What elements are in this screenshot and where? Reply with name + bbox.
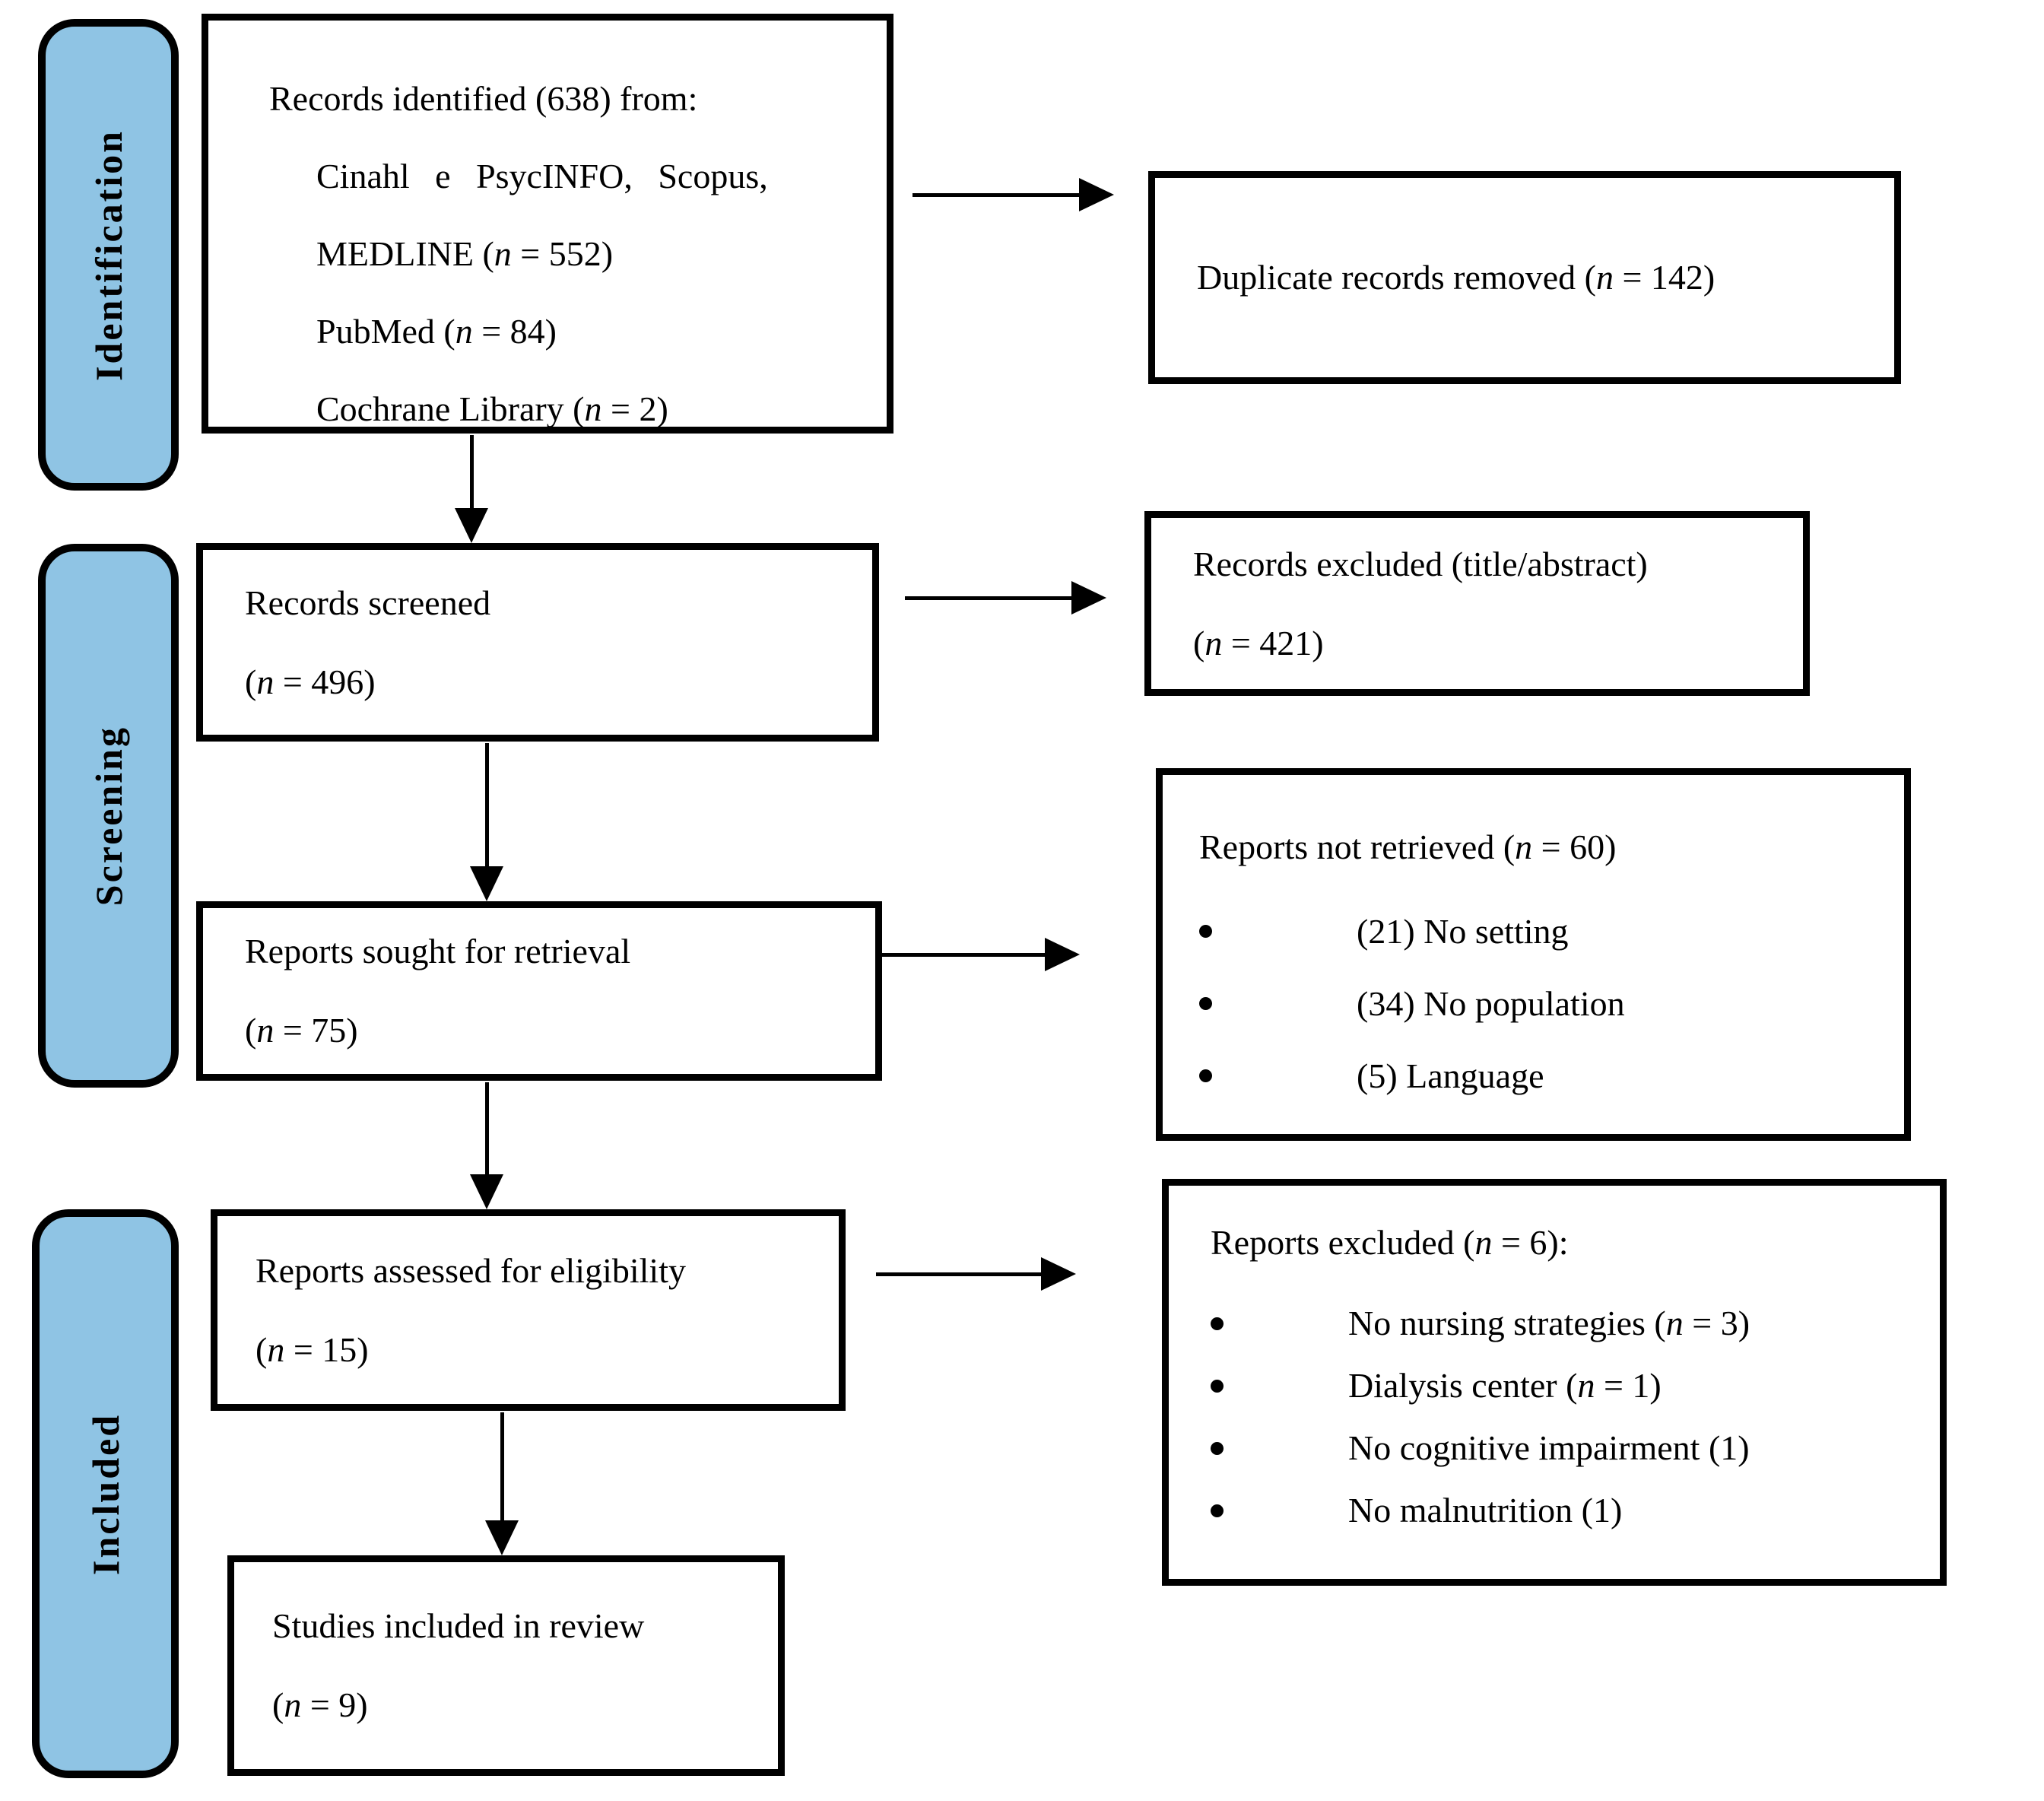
box-duplicates-removed: Duplicate records removed (n = 142) [1148, 171, 1901, 384]
source-cinahl-psycinfo-scopus: Cinahl e PsycINFO, Scopus, [316, 157, 768, 195]
bullet-icon [1211, 1504, 1224, 1517]
arrow-right-assessed-to-excluded-icon [876, 1257, 1076, 1291]
records-screened-count: (n = 496) [245, 662, 376, 701]
not-retrieved-reason-no-population: (34) No population [1357, 984, 1625, 1023]
arrow-down-screened-to-sought-icon [470, 743, 503, 901]
excluded-reason-no-malnutrition: No malnutrition (1) [1348, 1491, 1623, 1529]
arrow-down-sought-to-assessed-icon [470, 1082, 503, 1209]
arrow-right-sought-to-not-retrieved-icon [882, 938, 1080, 971]
box-records-excluded: Records excluded (title/abstract) (n = 4… [1144, 511, 1810, 696]
list-item: No cognitive impairment (1) [1211, 1417, 1917, 1479]
reports-excluded-title: Reports excluded (n = 6): [1211, 1223, 1569, 1262]
excluded-reason-dialysis-center: Dialysis center (n = 1) [1348, 1366, 1662, 1405]
stage-identification: Identification [38, 19, 179, 491]
list-item: (5) Language [1199, 1040, 1881, 1112]
bullet-icon [1211, 1441, 1224, 1455]
box-records-identified: Records identified (638) from: Cinahl e … [202, 14, 893, 434]
records-screened-line1: Records screened [245, 583, 491, 622]
stage-screening-label: Screening [87, 725, 130, 907]
bullet-icon [1199, 1069, 1212, 1082]
arrow-down-assessed-to-included-icon [485, 1412, 519, 1555]
stage-screening: Screening [38, 544, 179, 1088]
list-item: Dialysis center (n = 1) [1211, 1355, 1917, 1417]
reports-not-retrieved-list: (21) No setting (34) No population (5) L… [1199, 895, 1881, 1112]
not-retrieved-reason-language: (5) Language [1357, 1056, 1544, 1095]
reports-assessed-count: (n = 15) [256, 1329, 369, 1369]
records-identified-sources: Cinahl e PsycINFO, Scopus, MEDLINE (n = … [316, 138, 864, 448]
stage-included-label: Included [84, 1412, 127, 1575]
box-studies-included: Studies included in review (n = 9) [227, 1555, 785, 1776]
box-reports-excluded-fulltext: Reports excluded (n = 6): No nursing str… [1162, 1179, 1947, 1586]
box-reports-not-retrieved: Reports not retrieved (n = 60) (21) No s… [1156, 768, 1911, 1141]
list-item: (34) No population [1199, 967, 1881, 1040]
reports-sought-count: (n = 75) [245, 1011, 358, 1050]
reports-not-retrieved-title: Reports not retrieved (n = 60) [1199, 827, 1617, 866]
reports-sought-line1: Reports sought for retrieval [245, 932, 631, 970]
not-retrieved-reason-no-setting: (21) No setting [1357, 912, 1569, 951]
bullet-icon [1211, 1317, 1224, 1330]
duplicates-removed-text: Duplicate records removed (n = 142) [1197, 258, 1716, 297]
records-identified-title: Records identified (638) from: [269, 79, 698, 118]
source-pubmed: PubMed (n = 84) [316, 312, 557, 351]
excluded-reason-no-cognitive-impairment: No cognitive impairment (1) [1348, 1428, 1750, 1467]
box-reports-assessed: Reports assessed for eligibility (n = 15… [211, 1209, 846, 1411]
studies-included-line1: Studies included in review [272, 1606, 645, 1645]
box-reports-sought: Reports sought for retrieval (n = 75) [196, 901, 882, 1081]
reports-excluded-list: No nursing strategies (n = 3) Dialysis c… [1211, 1292, 1917, 1542]
list-item: (21) No setting [1199, 895, 1881, 967]
box-records-screened: Records screened (n = 496) [196, 543, 879, 742]
reports-assessed-line1: Reports assessed for eligibility [256, 1250, 686, 1290]
list-item: No malnutrition (1) [1211, 1479, 1917, 1542]
source-medline: MEDLINE (n = 552) [316, 234, 614, 273]
arrow-right-screened-to-excluded-icon [905, 581, 1106, 615]
excluded-reason-no-nursing-strategies: No nursing strategies (n = 3) [1348, 1304, 1750, 1342]
arrow-right-identified-to-duplicates-icon [912, 178, 1114, 211]
stage-included: Included [32, 1209, 179, 1778]
records-excluded-count: (n = 421) [1193, 623, 1324, 662]
stage-identification-label: Identification [87, 129, 130, 381]
studies-included-count: (n = 9) [272, 1685, 368, 1724]
bullet-icon [1199, 925, 1212, 938]
bullet-icon [1211, 1379, 1224, 1393]
arrow-down-identified-to-screened-icon [455, 435, 488, 543]
list-item: No nursing strategies (n = 3) [1211, 1292, 1917, 1355]
bullet-icon [1199, 997, 1212, 1010]
records-excluded-line1: Records excluded (title/abstract) [1193, 544, 1648, 583]
source-cochrane: Cochrane Library (n = 2) [316, 389, 668, 428]
